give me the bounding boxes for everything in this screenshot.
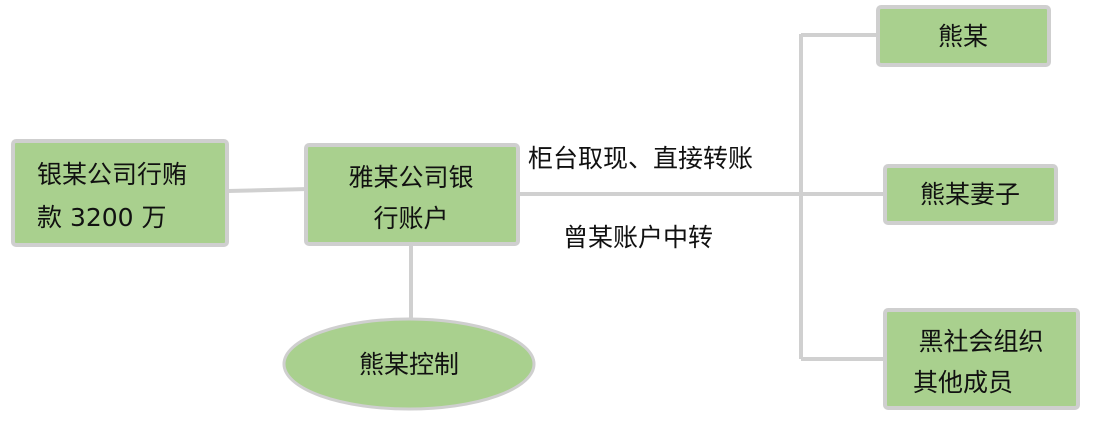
node-bribe-source-line2: 款 3200 万	[37, 203, 167, 232]
node-gang-members: 黑社会组织 其他成员	[883, 308, 1080, 410]
node-company-account-line1: 雅某公司银	[348, 163, 473, 192]
node-xiong-box	[876, 5, 1051, 67]
node-xiong-control-ellipse	[282, 317, 536, 411]
node-xiong-control: 熊某控制	[282, 317, 536, 411]
node-bribe-source-line1: 银某公司行贿	[37, 160, 187, 189]
node-bribe-source-box	[11, 139, 229, 247]
node-company-account: 雅某公司银 行账户	[304, 143, 520, 246]
node-gang-members-line1: 黑社会组织	[918, 327, 1043, 356]
node-xiong: 熊某	[876, 5, 1051, 67]
node-gang-members-box	[883, 308, 1080, 410]
node-company-account-box	[304, 143, 520, 246]
edge-label-withdraw-transfer: 柜台取现、直接转账	[528, 144, 753, 173]
node-company-account-line2: 行账户	[373, 204, 448, 233]
node-xiong-wife-label: 熊某妻子	[920, 180, 1020, 209]
node-xiong-wife-box	[883, 164, 1058, 225]
node-xiong-label: 熊某	[938, 22, 988, 51]
node-gang-members-line2: 其他成员	[913, 368, 1013, 397]
node-xiong-control-label: 熊某控制	[359, 350, 459, 379]
node-xiong-wife: 熊某妻子	[883, 164, 1058, 225]
connector-source-to-account	[227, 187, 309, 193]
edge-label-zeng-account-relay: 曾某账户中转	[563, 223, 713, 252]
node-bribe-source: 银某公司行贿 款 3200 万	[11, 139, 229, 247]
